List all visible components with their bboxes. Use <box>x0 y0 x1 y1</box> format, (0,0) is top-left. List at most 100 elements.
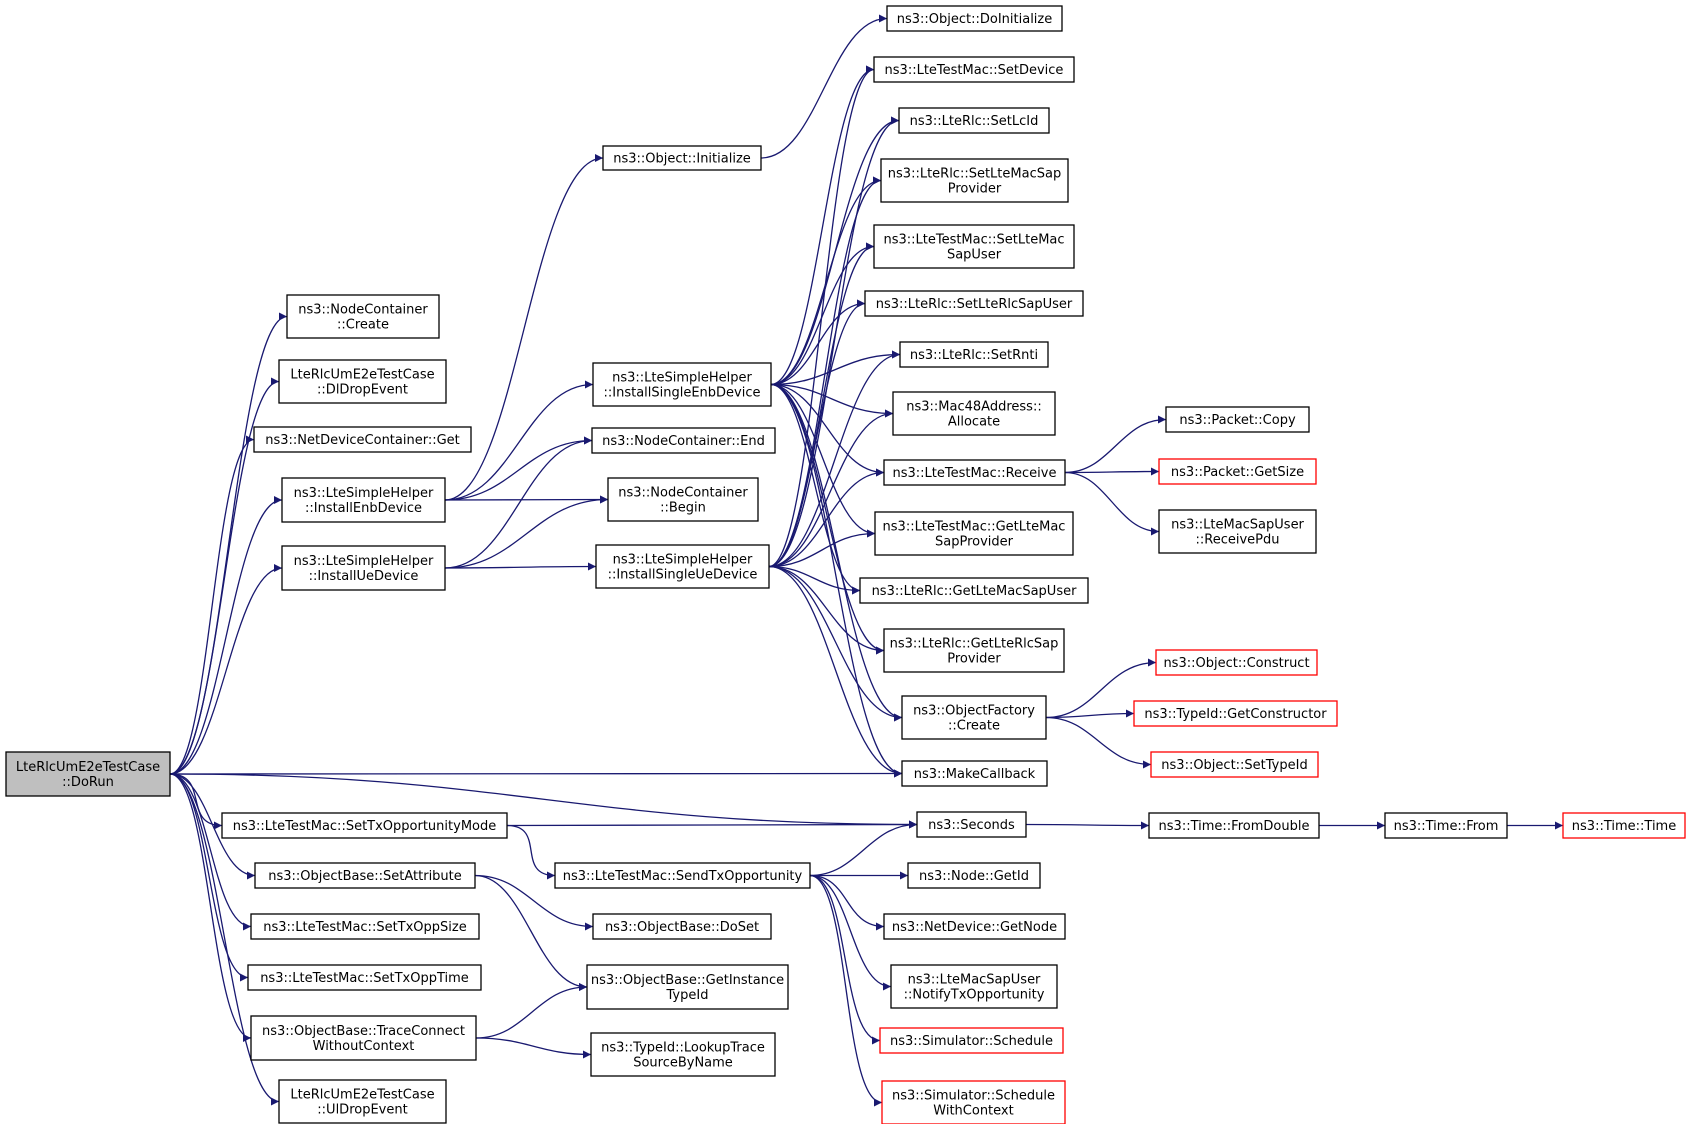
node-time_time[interactable]: ns3::Time::Time <box>1562 812 1686 839</box>
node-obj_construct[interactable]: ns3::Object::Construct <box>1155 649 1318 676</box>
edge-path <box>169 435 255 775</box>
node-rlc_setrnti[interactable]: ns3::LteRlc::SetRnti <box>899 341 1049 368</box>
node-label: ns3::ObjectFactory <box>913 704 1035 719</box>
node-box <box>590 1032 776 1077</box>
node-box <box>901 760 1048 787</box>
node-trace_connect[interactable]: ns3::ObjectBase::TraceConnectWithoutCont… <box>250 1015 477 1061</box>
node-label: SapUser <box>947 248 1002 263</box>
node-inst_enb[interactable]: ns3::LteSimpleHelper::InstallEnbDevice <box>281 477 446 523</box>
edge-dorun-to-set_txopp_time <box>169 773 249 982</box>
edge-path <box>760 14 888 159</box>
node-rlc_getmacsapuser[interactable]: ns3::LteRlc::GetLteMacSapUser <box>859 577 1089 604</box>
node-label: ns3::LteSimpleHelper <box>612 371 752 386</box>
node-obj_doinit[interactable]: ns3::Object::DoInitialize <box>886 5 1063 32</box>
node-nc_end[interactable]: ns3::NodeContainer::End <box>591 427 776 454</box>
edge-inst_single_ue-to-objfactory_create <box>768 565 903 722</box>
node-dorun[interactable]: LteRlcUmE2eTestCase::DoRun <box>5 751 171 797</box>
node-inst_ue[interactable]: ns3::LteSimpleHelper::InstallUeDevice <box>281 545 446 591</box>
edge-path <box>768 409 894 568</box>
node-inst_single_ue[interactable]: ns3::LteSimpleHelper::InstallSingleUeDev… <box>595 544 770 589</box>
node-mac_setdevice[interactable]: ns3::LteTestMac::SetDevice <box>873 56 1075 83</box>
node-make_callback[interactable]: ns3::MakeCallback <box>901 760 1048 787</box>
node-macsapuser_notify[interactable]: ns3::LteMacSapUser::NotifyTxOpportunity <box>890 964 1058 1009</box>
edge-inst_ue-to-inst_single_ue <box>444 562 597 571</box>
node-ndc_get[interactable]: ns3::NetDeviceContainer::Get <box>253 426 472 453</box>
edge-path <box>444 380 594 501</box>
node-dldrop[interactable]: LteRlcUmE2eTestCase::DlDropEvent <box>278 359 447 404</box>
edge-inst_single_enb-to-mac_setdevice <box>770 65 875 386</box>
node-label: TypeId <box>666 988 709 1003</box>
edge-path <box>770 383 894 418</box>
node-box <box>899 341 1049 368</box>
node-box <box>883 459 1066 486</box>
node-set_txopp_mode[interactable]: ns3::LteTestMac::SetTxOpportunityMode <box>221 812 508 839</box>
node-box <box>221 812 508 839</box>
edge-path <box>768 299 866 568</box>
edge-path <box>768 565 885 655</box>
edge-path <box>809 874 881 1045</box>
node-packet_copy[interactable]: ns3::Packet::Copy <box>1165 406 1310 433</box>
node-ob_setattr[interactable]: ns3::ObjectBase::SetAttribute <box>254 862 476 889</box>
node-box <box>602 145 762 171</box>
node-label: ::DlDropEvent <box>317 383 408 398</box>
node-objfactory_create[interactable]: ns3::ObjectFactory::Create <box>901 695 1047 740</box>
node-mac_receive[interactable]: ns3::LteTestMac::Receive <box>883 459 1066 486</box>
node-netdev_getnode[interactable]: ns3::NetDevice::GetNode <box>883 913 1066 940</box>
edge-path <box>169 773 249 982</box>
edge-dorun-to-ndc_get <box>169 435 255 775</box>
node-label: ::DoRun <box>62 775 114 790</box>
edge-path <box>169 377 280 775</box>
node-typeid_getctor[interactable]: ns3::TypeId::GetConstructor <box>1133 700 1338 727</box>
node-mac48_alloc[interactable]: ns3::Mac48Address::Allocate <box>892 391 1056 436</box>
edge-inst_single_enb-to-objfactory_create <box>770 383 903 722</box>
node-label: ns3::LteMacSapUser <box>1171 518 1304 533</box>
edge-dorun-to-set_txopp_mode <box>169 773 223 830</box>
node-send_txopp[interactable]: ns3::LteTestMac::SendTxOpportunity <box>554 862 811 889</box>
node-nc_create[interactable]: ns3::NodeContainer::Create <box>286 294 440 339</box>
node-set_txopp_time[interactable]: ns3::LteTestMac::SetTxOppTime <box>247 964 482 991</box>
edge-path <box>1064 471 1160 536</box>
node-rlc_setrlcsapuser[interactable]: ns3::LteRlc::SetLteRlcSapUser <box>864 290 1084 317</box>
node-label: ns3::LteTestMac::SetLteMac <box>883 233 1064 248</box>
node-macsapuser_recvpdu[interactable]: ns3::LteMacSapUser::ReceivePdu <box>1158 509 1317 554</box>
node-label: ns3::Simulator::Schedule <box>892 1089 1055 1104</box>
node-label: SourceByName <box>633 1056 733 1071</box>
node-seconds[interactable]: ns3::Seconds <box>916 811 1027 838</box>
node-nc_begin[interactable]: ns3::NodeContainer::Begin <box>607 477 759 522</box>
node-label: ns3::Time::FromDouble <box>1159 819 1310 834</box>
edge-inst_single_enb-to-rlc_getmacsapuser <box>770 383 861 595</box>
node-box <box>278 1079 447 1124</box>
node-uldrop[interactable]: LteRlcUmE2eTestCase::UlDropEvent <box>278 1079 447 1124</box>
node-time_fromdouble[interactable]: ns3::Time::FromDouble <box>1148 812 1320 839</box>
node-sim_schedule[interactable]: ns3::Simulator::Schedule <box>879 1027 1064 1054</box>
node-ob_doset[interactable]: ns3::ObjectBase::DoSet <box>592 913 772 940</box>
node-box <box>250 1015 477 1061</box>
node-packet_getsize[interactable]: ns3::Packet::GetSize <box>1158 458 1317 485</box>
edge-path <box>809 874 883 1107</box>
node-box <box>586 964 789 1010</box>
node-box <box>592 362 772 407</box>
node-box <box>1155 649 1318 676</box>
node-box <box>890 964 1058 1009</box>
edge-dorun-to-set_txopp_size <box>169 773 252 931</box>
node-time_from[interactable]: ns3::Time::From <box>1384 812 1508 839</box>
node-obj_init[interactable]: ns3::Object::Initialize <box>602 145 762 171</box>
node-obj_settypeid[interactable]: ns3::Object::SetTypeId <box>1150 751 1319 778</box>
node-box <box>1158 509 1317 554</box>
edge-path <box>169 773 252 1042</box>
node-node_getid[interactable]: ns3::Node::GetId <box>907 862 1041 889</box>
edge-path <box>768 565 903 722</box>
edge-path <box>768 242 875 568</box>
node-set_txopp_size[interactable]: ns3::LteTestMac::SetTxOppSize <box>250 913 480 940</box>
node-label: LteRlcUmE2eTestCase <box>16 760 160 775</box>
node-label: ns3::LteRlc::GetLteMacSapUser <box>872 584 1078 599</box>
node-inst_single_enb[interactable]: ns3::LteSimpleHelper::InstallSingleEnbDe… <box>592 362 772 407</box>
node-rlc_setlcid[interactable]: ns3::LteRlc::SetLcId <box>898 107 1050 134</box>
